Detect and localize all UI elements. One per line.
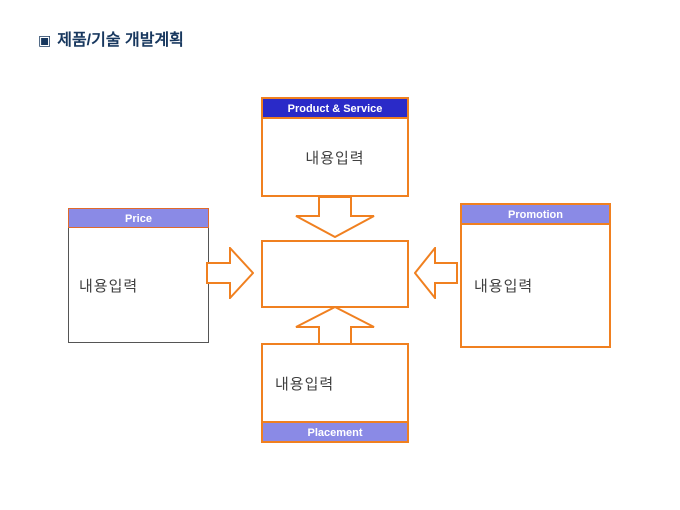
arrow-right-icon — [206, 247, 254, 299]
product-service-body[interactable]: 내용입력 — [263, 119, 407, 195]
price-header: Price — [68, 208, 209, 228]
product-service-box: Product & Service 내용입력 — [261, 97, 409, 197]
arrow-down-icon — [295, 196, 375, 238]
arrow-left-icon — [414, 247, 458, 299]
placement-header: Placement — [263, 421, 407, 441]
product-service-placeholder[interactable]: 내용입력 — [305, 149, 365, 167]
page-title: ▣ 제품/기술 개발계획 — [38, 26, 184, 50]
product-service-header: Product & Service — [263, 99, 407, 119]
promotion-box: Promotion 내용입력 — [460, 203, 611, 348]
price-box: Price 내용입력 — [68, 208, 209, 343]
square-bullet-icon: ▣ — [38, 32, 52, 48]
placement-body[interactable]: 내용입력 — [263, 345, 407, 421]
promotion-placeholder[interactable]: 내용입력 — [474, 278, 534, 295]
page-title-text: 제품/기술 개발계획 — [57, 32, 184, 49]
price-body[interactable]: 내용입력 — [68, 228, 209, 343]
placement-box: 내용입력 Placement — [261, 343, 409, 443]
promotion-body[interactable]: 내용입력 — [462, 225, 609, 346]
placement-placeholder[interactable]: 내용입력 — [275, 375, 335, 393]
promotion-header: Promotion — [462, 205, 609, 225]
arrow-up-icon — [295, 306, 375, 345]
center-box[interactable] — [261, 240, 409, 308]
price-placeholder[interactable]: 내용입력 — [79, 277, 139, 295]
